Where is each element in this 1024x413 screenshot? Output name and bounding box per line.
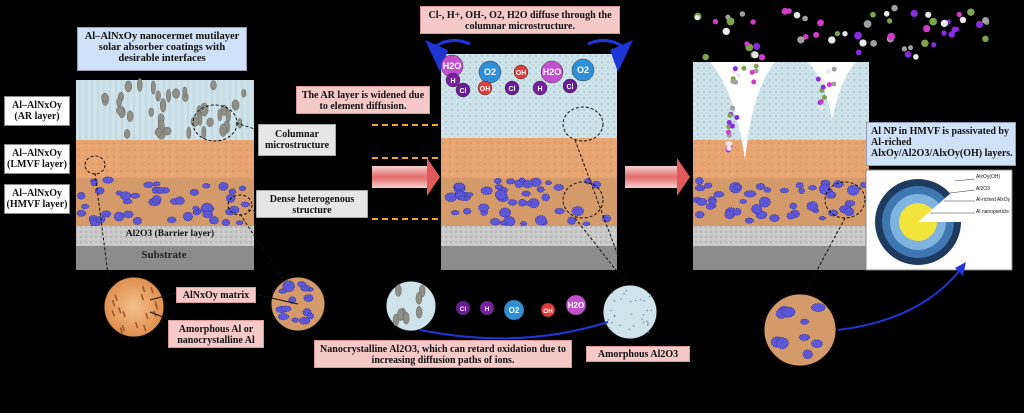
hmvf-zoom-circle: [227, 194, 253, 216]
ion-cl: [562, 78, 578, 94]
legend-ion-label: H2O: [568, 301, 584, 310]
legend-ion-label: O2: [509, 306, 520, 315]
matrix-zoom: [103, 276, 165, 338]
callout-dense: Dense heterogenous structure: [256, 190, 368, 218]
blue-arrow-right: [610, 40, 633, 72]
legend-ion-h2o: [565, 294, 587, 316]
callout-amorphous-al: Amorphous Al or nanocrystalline Al: [168, 320, 264, 348]
ion-label: Cl: [460, 88, 467, 95]
ion-label: O2: [484, 67, 496, 77]
ar-grains: [101, 78, 247, 140]
arrow-2: [625, 166, 677, 188]
lmvf-layer: [76, 140, 254, 178]
corrosion-channel-right: [808, 62, 856, 120]
legend-ion-label: H: [485, 306, 490, 313]
label-hmvf-layer: Al–AlNxOy (HMVF layer): [4, 184, 70, 214]
ion-o2: [571, 58, 595, 82]
legend-ion-label: Cl: [460, 306, 467, 313]
title-box: Al–AlNxOy nanocermet mutilayer solar abs…: [77, 27, 247, 71]
ion-h2o: [540, 60, 564, 84]
ion-cl: [455, 82, 471, 98]
barrier-layer: [76, 226, 254, 246]
corrosion-channel-left: [710, 62, 775, 160]
ion-oh: [477, 80, 493, 96]
label-substrate: Substrate: [141, 249, 187, 261]
np-legend-4: Al nanoparticle: [976, 209, 1010, 215]
ion-label: OH: [480, 86, 491, 93]
ion-label: OH: [516, 70, 527, 77]
nanoparticle-cross-section: [865, 169, 1013, 271]
ion-label: Cl: [567, 84, 574, 91]
np-legend-3: Al-riched AlxOy: [976, 197, 1011, 203]
ion-cl: [504, 80, 520, 96]
np-legend-2: Al2O3: [976, 186, 990, 192]
ion-legend: Cl H O2 OH H2O: [455, 294, 587, 321]
legend-ion-label: OH: [543, 308, 553, 315]
legend-ion-oh: [540, 302, 556, 318]
callout-passivated: Al NP in HMVF is passivated by Al-riched…: [866, 122, 1016, 166]
hmvf-particles-2: [444, 177, 612, 228]
label-barrier-layer: Al2O3 (Barrier layer): [125, 229, 215, 239]
ion-h: [445, 72, 461, 88]
callout-nanocrystalline: Nanocrystalline Al2O3, which can retard …: [314, 340, 572, 368]
ion-label: O2: [577, 65, 589, 75]
label-ar-layer: Al–AlNxOy (AR layer): [4, 96, 70, 126]
callout-diffuse: Cl-, H+, OH-, O2, H2O diffuse through th…: [420, 6, 620, 34]
ion-label: H2O: [543, 67, 562, 77]
legend-ion-cl: [455, 300, 471, 316]
ion-label: H: [537, 86, 542, 93]
legend-ion-h: [479, 300, 495, 316]
ion-label: Cl: [509, 86, 516, 93]
legend-ion-o2: [503, 299, 525, 321]
amorphous-zoom: [602, 284, 658, 340]
panel-initial-coating: [76, 78, 291, 291]
callout-matrix: AlNxOy matrix: [176, 287, 256, 303]
passivated-zoom: [763, 293, 837, 367]
layer-guides: [372, 124, 440, 220]
callout-ar-widened: The AR layer is widened due to element d…: [296, 86, 430, 114]
callout-columnar: Columnar microstructure: [258, 124, 336, 156]
ion-oh: [513, 64, 529, 80]
ion-label: H2O: [443, 61, 462, 71]
arrow-1-head: [427, 158, 440, 196]
diffusing-species: [694, 4, 990, 153]
callout-amorphous-al2o3: Amorphous Al2O3: [586, 346, 690, 362]
lmvf-zoom-circle: [84, 155, 106, 175]
label-lmvf-layer: Al–AlNxOy (LMVF layer): [4, 144, 70, 174]
arrow-1: [372, 166, 427, 188]
amorphous-al-fibers: [111, 285, 159, 334]
hmvf-zoom-particles: [275, 280, 314, 325]
ion-label: H: [450, 78, 455, 85]
panel-corrosion: [692, 4, 990, 303]
arrow-2-head: [677, 158, 690, 196]
ion-h: [532, 80, 548, 96]
np-legend-1: AlxOy(OH): [976, 174, 1001, 180]
